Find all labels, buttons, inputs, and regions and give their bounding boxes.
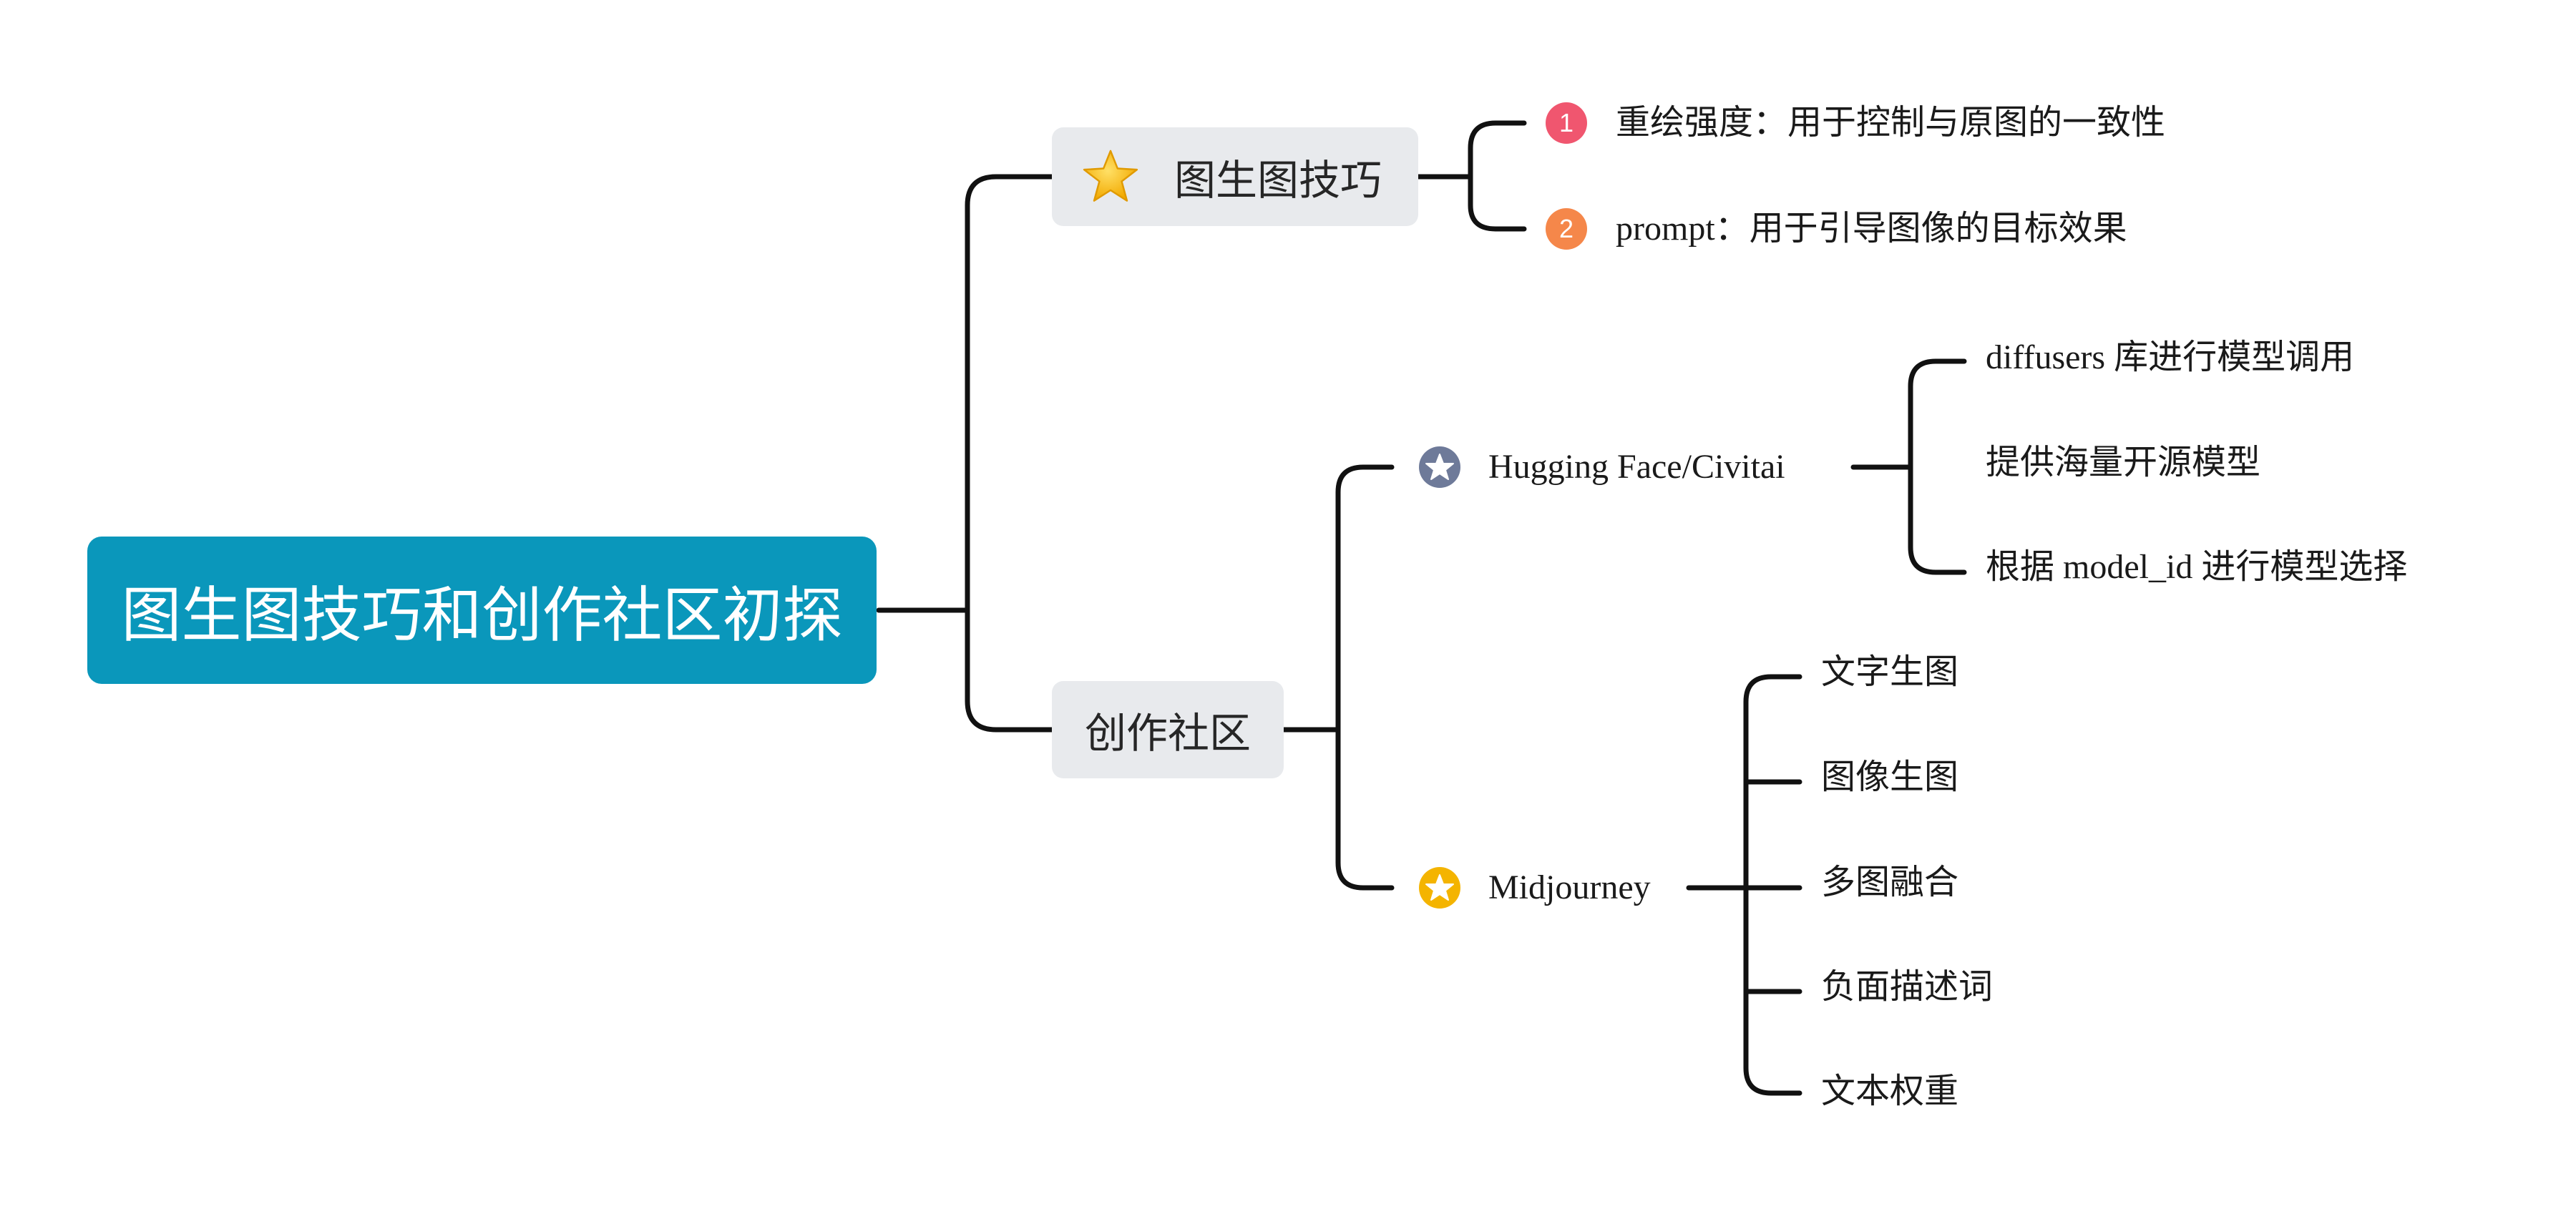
connector-community-trunk (1335, 464, 1395, 891)
leaf-hf-1[interactable]: diffusers 库进行模型调用 (1986, 336, 2354, 379)
star-icon (1083, 150, 1138, 202)
leaf-mj-2[interactable]: 图像生图 (1821, 756, 1958, 799)
leaf-mj-3[interactable]: 多图融合 (1821, 861, 1958, 904)
branch-community-label: 创作社区 (1084, 710, 1251, 757)
leaf-mj-4-label: 负面描述词 (1821, 968, 1994, 1006)
leaf-mj-2-label: 图像生图 (1821, 758, 1959, 796)
subtopic-midjourney-label: Midjourney (1488, 868, 1651, 906)
leaf-mj-5[interactable]: 文本权重 (1821, 1070, 1958, 1113)
subtopic-midjourney[interactable]: Midjourney (1418, 866, 1651, 909)
branch-img2img-label: 图生图技巧 (1174, 157, 1382, 204)
connector-img2img-trunk (1468, 120, 1527, 232)
subtopic-huggingface[interactable]: Hugging Face/Civitai (1418, 446, 1785, 489)
star-circle-icon (1419, 446, 1460, 488)
branch-community[interactable]: 创作社区 (1052, 681, 1284, 778)
leaf-mj-3-label: 多图融合 (1821, 863, 1959, 901)
root-topic-label: 图生图技巧和创作社区初探 (121, 582, 843, 650)
leaf-hf-2[interactable]: 提供海量开源模型 (1986, 441, 2260, 484)
leaf-hf-3-label: 根据 model_id 进行模型选择 (1986, 548, 2408, 586)
leaf-img2img-1[interactable]: 1 重绘强度：用于控制与原图的一致性 (1546, 102, 2165, 145)
star-circle-icon (1419, 867, 1460, 909)
connector-mj-trunk (1743, 674, 1802, 1096)
leaf-mj-1-label: 文字生图 (1821, 653, 1959, 691)
leaf-img2img-1-label: 重绘强度：用于控制与原图的一致性 (1616, 104, 2166, 142)
branch-img2img[interactable]: 图生图技巧 (1052, 127, 1418, 226)
leaf-mj-1[interactable]: 文字生图 (1821, 651, 1958, 694)
leaf-img2img-2[interactable]: 2 prompt：用于引导图像的目标效果 (1546, 207, 2127, 250)
connector-hf-trunk (1908, 358, 1967, 575)
root-topic[interactable]: 图生图技巧和创作社区初探 (87, 537, 877, 684)
leaf-mj-5-label: 文本权重 (1821, 1072, 1959, 1110)
subtopic-huggingface-label: Hugging Face/Civitai (1488, 448, 1785, 486)
leaf-hf-1-label: diffusers 库进行模型调用 (1986, 338, 2355, 376)
leaf-hf-3[interactable]: 根据 model_id 进行模型选择 (1986, 546, 2407, 589)
leaf-hf-2-label: 提供海量开源模型 (1986, 444, 2261, 481)
connector-root-trunk (965, 174, 1055, 733)
leaf-mj-4[interactable]: 负面描述词 (1821, 966, 1993, 1009)
number-2-icon: 2 (1546, 208, 1587, 250)
leaf-img2img-2-label: prompt：用于引导图像的目标效果 (1616, 210, 2127, 248)
number-1-icon: 1 (1546, 102, 1587, 144)
